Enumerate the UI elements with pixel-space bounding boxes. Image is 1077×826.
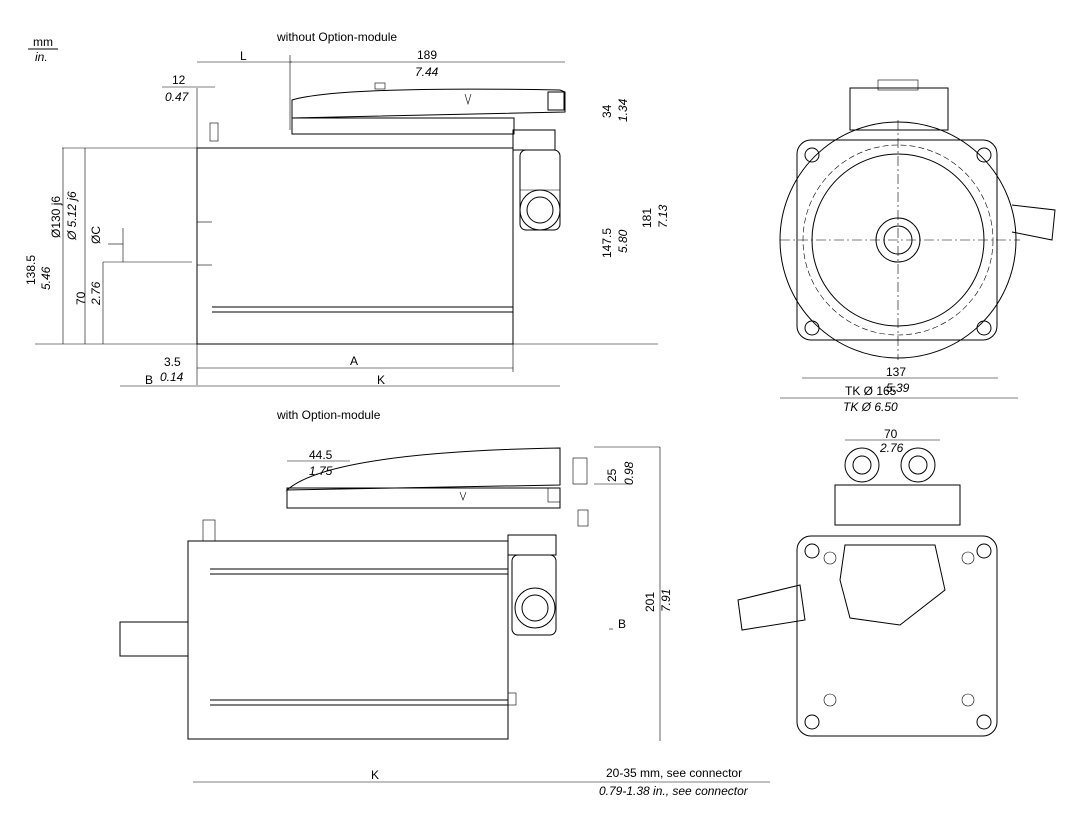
connector2-body <box>511 554 557 636</box>
front2-option-base <box>834 484 961 526</box>
vent-screw-2 <box>202 519 216 542</box>
body2-plug <box>507 692 517 706</box>
front2-connector-left <box>844 447 880 483</box>
dim-25-in: 0.98 <box>622 461 636 485</box>
option-notch <box>459 491 467 501</box>
front-view-bottom <box>737 439 998 737</box>
dim-70-in: 2.76 <box>89 281 103 306</box>
front2-connector-right <box>900 447 936 483</box>
dim-3-5-in: 0.14 <box>160 370 184 384</box>
motor-body-side-2 <box>187 540 509 740</box>
dim-147-in: 5.80 <box>616 229 630 253</box>
dim-25: 25 <box>605 468 619 482</box>
option-standoff <box>572 457 588 485</box>
mount2-hole-bl <box>804 714 820 730</box>
connector-housing <box>512 129 556 151</box>
mount-hole-tr <box>976 147 992 163</box>
dim-137-in: 5.39 <box>886 381 910 395</box>
mount2-hole-br <box>976 714 992 730</box>
front2-connector-block <box>839 544 946 626</box>
dim-shaft-d: Ø130 j6 <box>49 196 63 238</box>
dim-A: A <box>350 354 358 368</box>
dim-34-in: 1.34 <box>616 98 630 122</box>
connector-note: 20-35 mm, see connector <box>606 766 742 780</box>
dim-181: 181 <box>640 208 654 228</box>
cover-plate <box>291 117 515 135</box>
dim-3-5: 3.5 <box>164 355 181 369</box>
front-cable <box>1011 204 1056 241</box>
option-latch <box>547 487 561 503</box>
dim-B-bottom: B <box>618 617 626 631</box>
unit-mm: mm <box>33 35 53 49</box>
front-view-top <box>779 79 1056 360</box>
dim-34: 34 <box>600 104 614 118</box>
dim-44: 44.5 <box>309 448 333 462</box>
connector2-plug-outer <box>514 587 556 629</box>
mount-hole-bl <box>804 320 820 336</box>
dim-189: 189 <box>417 48 437 62</box>
dim-201: 201 <box>643 592 657 612</box>
dim-189-in: 7.44 <box>415 65 439 79</box>
cover-knob <box>374 82 386 90</box>
dim-201-in: 7.91 <box>659 589 673 612</box>
front-cover-top <box>849 87 949 131</box>
vent-screw <box>209 122 219 142</box>
dim-K-top: K <box>377 373 385 387</box>
mount2-sub-tl <box>823 551 837 565</box>
dim-shaft-d-in: Ø 5.12 j6 <box>65 191 79 241</box>
mount2-sub-bl <box>823 693 837 707</box>
dim-L: L <box>240 49 247 63</box>
cover-latch <box>547 91 565 111</box>
dim-K-bottom: K <box>371 768 379 782</box>
dim-12-in: 0.47 <box>165 90 190 104</box>
dim-70b-in: 2.76 <box>879 441 904 455</box>
mount-hole-tl <box>804 147 820 163</box>
front-cover-knob <box>877 79 919 91</box>
dim-70b: 70 <box>884 427 898 441</box>
cover-notch <box>464 93 472 106</box>
dim-B: B <box>145 373 153 387</box>
mount2-sub-br <box>961 693 975 707</box>
mount-hole-br <box>976 320 992 336</box>
mount2-hole-tl <box>804 543 820 559</box>
connector2-housing <box>507 534 557 556</box>
connector2-plug-inner <box>521 594 549 622</box>
connector-note-in: 0.79-1.38 in., see connector <box>599 784 749 798</box>
option-module-plate <box>286 487 561 509</box>
connector-plug-outer <box>519 189 561 231</box>
dim-12: 12 <box>172 73 186 87</box>
dim-tk-in: TK Ø 6.50 <box>843 400 898 414</box>
mount2-sub-tr <box>961 551 975 565</box>
dim-138: 138.5 <box>24 255 38 285</box>
front2-cable <box>737 584 806 631</box>
motor-shaft <box>119 621 189 657</box>
title-with-option: with Option-module <box>276 408 381 422</box>
motor-body-side <box>196 147 514 345</box>
mount2-hole-tr <box>976 543 992 559</box>
unit-in: in. <box>35 50 48 64</box>
dim-70: 70 <box>74 291 88 305</box>
dim-C: ØC <box>89 226 103 244</box>
option-cover-top <box>285 447 561 491</box>
front2-connector-right-inner <box>908 455 928 475</box>
title-without-option: without Option-module <box>276 30 397 44</box>
front2-flange <box>796 535 998 737</box>
front2-connector-left-inner <box>852 455 872 475</box>
connector-plug-inner <box>526 196 554 224</box>
dim-tk: TK Ø 165 <box>845 384 897 398</box>
cover-top <box>291 88 566 119</box>
option-spacer <box>577 509 589 527</box>
dim-147: 147.5 <box>600 228 614 258</box>
dim-138-in: 5.46 <box>39 266 53 290</box>
dim-137: 137 <box>886 365 906 379</box>
dim-181-in: 7.13 <box>656 204 670 228</box>
